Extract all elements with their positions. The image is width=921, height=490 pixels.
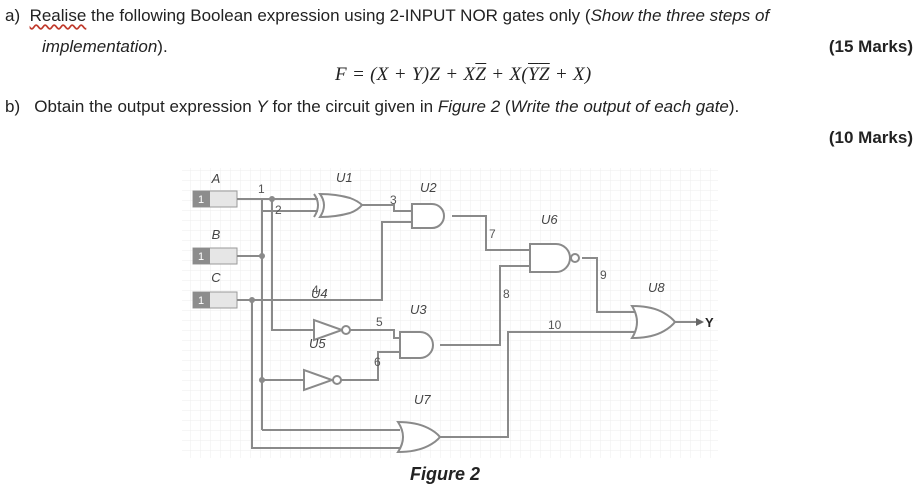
question-b-text1: Obtain the output expression <box>34 97 257 116</box>
question-a-line2: implementation). <box>42 37 168 57</box>
question-a-label: a) <box>5 6 21 25</box>
wire-num-9: 9 <box>600 268 607 282</box>
gate-u7-or <box>396 420 442 454</box>
label-u4: U4 <box>311 286 328 301</box>
question-b-marks: (10 Marks) <box>828 128 913 147</box>
wire-num-3: 3 <box>390 193 397 207</box>
wire-num-1: 1 <box>258 182 265 196</box>
output-arrow-icon <box>696 318 704 326</box>
question-b-italic: Write the output of each gate <box>510 97 729 116</box>
equation-part-2: + X( <box>486 64 529 85</box>
question-b-line: b) Obtain the output expression Y for th… <box>5 97 739 117</box>
wire-num-4: 4 <box>312 283 319 297</box>
input-c-value: 1 <box>198 295 204 307</box>
label-u7: U7 <box>414 392 431 407</box>
question-b-var: Y <box>256 97 268 116</box>
input-c[interactable]: 1 C <box>192 270 238 309</box>
equation-zbar-2: Z <box>538 64 550 85</box>
question-b-text4: ). <box>728 97 740 116</box>
input-b-label: B <box>212 227 221 242</box>
gate-u2-and <box>411 203 445 229</box>
input-a-value: 1 <box>198 194 204 206</box>
wire-num-10: 10 <box>548 318 562 332</box>
question-a-line1: a) Realise the following Boolean express… <box>5 6 769 26</box>
label-u3: U3 <box>410 302 427 317</box>
question-a-marks: (15 Marks) <box>828 37 913 56</box>
question-a-text: the following Boolean expression using 2… <box>86 6 591 25</box>
equation-zbar: Z <box>475 64 487 85</box>
gate-u4-not <box>303 368 342 392</box>
input-a-label: A <box>211 171 221 186</box>
question-a-italic-2: implementation <box>42 37 158 56</box>
wire-num-8: 8 <box>503 287 510 301</box>
question-a-verb: Realise <box>29 6 87 25</box>
label-u1: U1 <box>336 170 353 185</box>
wires <box>237 198 700 449</box>
gate-u3-and <box>399 331 434 359</box>
question-a-italic: Show the three steps of <box>590 6 770 25</box>
figure-caption: Figure 2 <box>410 464 481 484</box>
question-a-line2-end: ). <box>157 37 168 56</box>
wire-num-2: 2 <box>275 203 282 217</box>
output-y-label: Y <box>705 315 714 330</box>
label-u6: U6 <box>541 212 558 227</box>
gate-u6-nand <box>529 243 580 273</box>
equation-ybar: Y <box>528 64 539 85</box>
input-b-value: 1 <box>198 251 204 263</box>
equation-part-1: F = (X + Y)Z + X <box>335 64 476 85</box>
junctions <box>249 196 275 383</box>
boolean-equation: F = (X + Y)Z + XZ + X(YZ + X) <box>335 64 592 86</box>
gate-u1-xor <box>313 192 364 219</box>
question-b-label: b) <box>5 97 21 116</box>
input-c-label: C <box>211 270 221 285</box>
label-u8: U8 <box>648 280 665 295</box>
gate-u8-or <box>630 304 677 340</box>
label-u2: U2 <box>420 180 437 195</box>
wire-num-7: 7 <box>489 227 496 241</box>
wire-num-5: 5 <box>376 315 383 329</box>
question-b-text2: for the circuit given in <box>267 97 438 116</box>
question-b-figref: Figure 2 <box>437 97 501 116</box>
wire-num-6: 6 <box>374 355 381 369</box>
label-u5: U5 <box>309 336 326 351</box>
question-b-text3: ( <box>500 97 511 116</box>
gate-u5-not <box>313 318 351 342</box>
equation-part-3: + X) <box>549 64 592 85</box>
